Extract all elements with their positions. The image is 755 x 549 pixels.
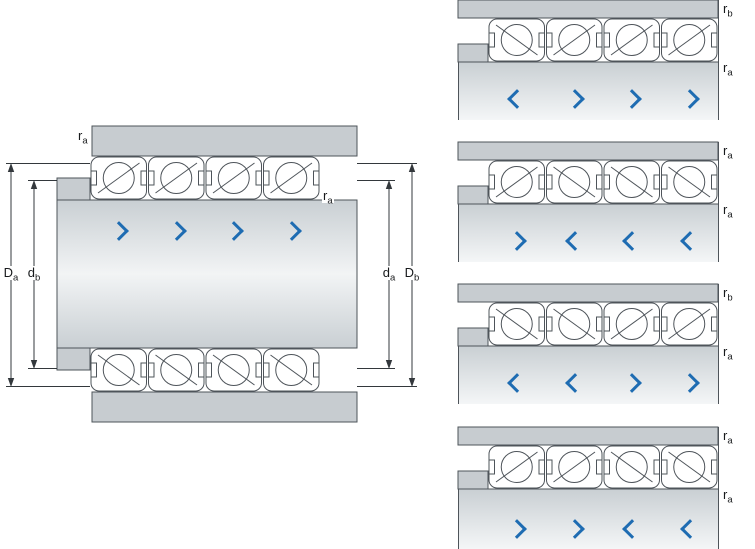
variant4-side-label: ra <box>722 487 734 505</box>
variant-diagram-3 <box>457 283 719 404</box>
label-base: r <box>723 202 728 217</box>
bearing-1 <box>488 302 545 346</box>
dimension-label-Da: Da <box>2 265 20 283</box>
variant-diagram-2 <box>457 141 719 262</box>
part-edges <box>458 284 719 404</box>
bearing-top-3 <box>205 156 262 200</box>
bearing-3 <box>603 18 660 62</box>
bearing-bottom-1 <box>90 348 147 392</box>
label-base: r <box>723 344 728 359</box>
shaft-shoulder <box>457 470 489 490</box>
dimension-db <box>28 180 57 369</box>
bearing-2 <box>546 160 603 204</box>
housing-band <box>457 426 719 446</box>
variant3-side-label: ra <box>722 344 734 362</box>
bearing-top-4 <box>263 156 320 200</box>
variant1-side-label: ra <box>722 60 734 78</box>
part-edges <box>458 0 719 120</box>
label-subscript: a <box>389 272 396 284</box>
label-base: r <box>78 128 83 143</box>
bearing-top-2 <box>148 156 205 200</box>
label-base: r <box>723 428 728 443</box>
fillet-radius-label-right: ra <box>322 188 334 206</box>
shaft-body <box>56 199 358 349</box>
label-subscript: b <box>727 292 733 304</box>
housing-band-top <box>91 125 358 157</box>
part-edges <box>458 142 719 262</box>
bearing-4 <box>661 302 718 346</box>
bearing-bottom-2 <box>148 348 205 392</box>
variant-diagram-1 <box>457 0 719 120</box>
bearing-3 <box>603 160 660 204</box>
shaft-shoulder <box>457 327 489 347</box>
label-base: D <box>3 265 14 280</box>
label-base: r <box>723 143 728 158</box>
label-base: r <box>723 60 728 75</box>
shaft-body <box>458 489 718 549</box>
dimension-label-db: db <box>26 265 42 283</box>
label-subscript: a <box>727 209 733 221</box>
bearing-1 <box>488 18 545 62</box>
variant3-corner-label: rb <box>722 285 734 303</box>
label-subscript: a <box>727 494 733 506</box>
bearing-2 <box>546 18 603 62</box>
label-subscript: b <box>414 272 420 284</box>
label-subscript: b <box>727 8 733 20</box>
fillet-radius-label-top-left: ra <box>77 128 89 146</box>
shaft-body <box>458 346 718 404</box>
bearing-top-1 <box>90 156 147 200</box>
shaft-shoulder-bottom-left <box>56 347 91 371</box>
label-subscript: a <box>727 435 733 447</box>
label-base: D <box>404 265 415 280</box>
label-base: r <box>723 487 728 502</box>
dimension-label-Db: Db <box>403 265 421 283</box>
main-diagram <box>6 125 417 423</box>
label-subscript: b <box>34 272 41 284</box>
bearing-bottom-4 <box>263 348 320 392</box>
shaft-body <box>458 204 718 262</box>
label-base: d <box>382 265 390 280</box>
label-base: r <box>723 1 728 16</box>
shaft-body <box>458 62 718 120</box>
variant2-side-label: ra <box>722 202 734 220</box>
shaft-shoulder-top-left <box>56 177 91 201</box>
bearing-3 <box>603 302 660 346</box>
label-subscript: a <box>327 195 333 207</box>
housing-band <box>457 0 719 19</box>
dimension-label-da: da <box>381 265 397 283</box>
bearing-1 <box>488 445 545 489</box>
label-subscript: a <box>13 272 19 284</box>
variant2-corner-label: ra <box>722 143 734 161</box>
housing-band-bottom <box>91 391 358 423</box>
label-base: d <box>27 265 35 280</box>
label-base: r <box>723 285 728 300</box>
label-subscript: a <box>727 351 733 363</box>
bearing-2 <box>546 445 603 489</box>
label-subscript: a <box>727 67 733 79</box>
label-subscript: a <box>82 135 88 147</box>
bearing-4 <box>661 18 718 62</box>
bearing-2 <box>546 302 603 346</box>
housing-band <box>457 283 719 303</box>
shaft-shoulder <box>457 43 489 63</box>
bearing-bottom-3 <box>205 348 262 392</box>
label-base: r <box>323 188 328 203</box>
part-edges <box>458 427 719 549</box>
bearing-1 <box>488 160 545 204</box>
label-subscript: a <box>727 150 733 162</box>
shaft-shoulder <box>457 185 489 205</box>
variant4-corner-label: ra <box>722 428 734 446</box>
variant1-corner-label: rb <box>722 1 734 19</box>
bearing-3 <box>603 445 660 489</box>
housing-band <box>457 141 719 161</box>
variant-diagram-4 <box>457 426 719 549</box>
bearing-4 <box>661 445 718 489</box>
bearing-4 <box>661 160 718 204</box>
